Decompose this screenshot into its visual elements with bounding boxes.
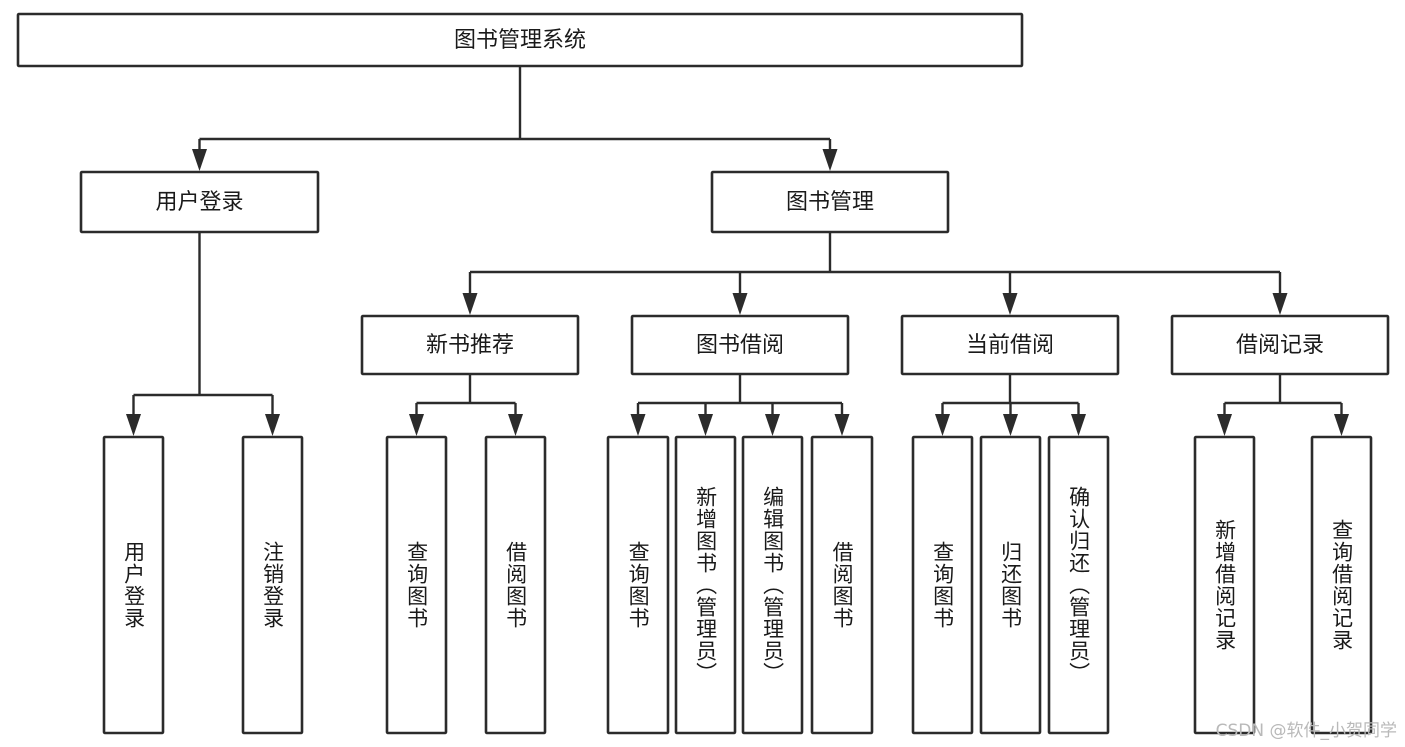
leaf-node-2-查询图书-box[interactable]: [385, 435, 448, 735]
leaf-label-2-查询图书: 查询图书: [404, 541, 429, 629]
arrow-head-icon: [462, 293, 478, 315]
node-box-layer: [16, 12, 1390, 735]
leaf-node-1-注销登录-box[interactable]: [241, 435, 304, 735]
arrow-head-icon: [822, 149, 838, 171]
arrow-head-icon: [1334, 414, 1349, 436]
leaf-label-5-新增图书管理员: 新增图书（管理员）: [693, 486, 718, 684]
arrow-head-icon: [935, 414, 950, 436]
watermark: CSDN @软件_小贺同学: [1215, 721, 1397, 741]
leaf-node-4-查询图书-box[interactable]: [606, 435, 670, 735]
root-node-图书管理系统-box[interactable]: [16, 12, 1024, 68]
leaf-node-0-用户登录-box[interactable]: [102, 435, 165, 735]
leaf-node-12-查询借阅记录-box[interactable]: [1310, 435, 1373, 735]
level2-node-图书管理-label: 图书管理: [786, 190, 874, 215]
leaf-node-5-新增图书管理员-box[interactable]: [674, 435, 737, 735]
leaf-label-8-查询图书: 查询图书: [930, 541, 955, 629]
leaf-node-10-确认归还管理员-box[interactable]: [1047, 435, 1110, 735]
leaf-label-3-借阅图书: 借阅图书: [503, 541, 528, 629]
level3-node-当前借阅-label: 当前借阅: [966, 333, 1054, 358]
arrow-head-icon: [1071, 414, 1086, 436]
level2-node-图书管理-box[interactable]: [710, 170, 950, 234]
leaf-label-4-查询图书: 查询图书: [626, 541, 651, 629]
arrow-head-icon: [126, 414, 141, 436]
connector-layer: [126, 66, 1349, 436]
leaf-node-11-新增借阅记录-box[interactable]: [1193, 435, 1256, 735]
leaf-label-1-注销登录: 注销登录: [260, 541, 285, 629]
leaf-node-8-查询图书-box[interactable]: [911, 435, 974, 735]
leaf-node-3-借阅图书-box[interactable]: [484, 435, 547, 735]
level3-node-图书借阅-label: 图书借阅: [696, 333, 784, 358]
level3-node-新书推荐-label: 新书推荐: [426, 333, 514, 358]
arrow-head-icon: [1217, 414, 1232, 436]
leaf-label-6-编辑图书管理员: 编辑图书（管理员）: [760, 486, 785, 684]
leaf-label-7-借阅图书: 借阅图书: [830, 541, 855, 629]
leaf-label-9-归还图书: 归还图书: [998, 541, 1023, 629]
level3-node-图书借阅-box[interactable]: [630, 314, 850, 376]
arrow-head-icon: [1272, 293, 1288, 315]
arrow-head-icon: [192, 149, 207, 171]
arrow-head-icon: [508, 414, 523, 436]
root-node-图书管理系统-label: 图书管理系统: [454, 28, 586, 53]
arrow-head-icon: [265, 414, 280, 436]
level3-node-当前借阅-box[interactable]: [900, 314, 1120, 376]
level3-node-借阅记录-box[interactable]: [1170, 314, 1390, 376]
leaf-label-0-用户登录: 用户登录: [121, 541, 146, 629]
level3-node-借阅记录-label: 借阅记录: [1236, 333, 1324, 358]
leaf-node-9-归还图书-box[interactable]: [979, 435, 1042, 735]
leaf-node-7-借阅图书-box[interactable]: [810, 435, 874, 735]
leaf-label-12-查询借阅记录: 查询借阅记录: [1329, 519, 1354, 651]
arrow-head-icon: [732, 293, 748, 315]
arrow-head-icon: [765, 414, 780, 436]
arrow-head-icon: [630, 414, 646, 436]
leaf-node-6-编辑图书管理员-box[interactable]: [741, 435, 804, 735]
level2-node-用户登录-box[interactable]: [79, 170, 320, 234]
leaf-label-10-确认归还管理员: 确认归还（管理员）: [1066, 486, 1091, 684]
arrow-head-icon: [409, 414, 424, 436]
leaf-label-11-新增借阅记录: 新增借阅记录: [1212, 519, 1237, 651]
arrow-head-icon: [698, 414, 713, 436]
level3-node-新书推荐-box[interactable]: [360, 314, 580, 376]
level2-node-用户登录-label: 用户登录: [155, 190, 243, 215]
arrow-head-icon: [834, 414, 850, 436]
arrow-head-icon: [1002, 293, 1018, 315]
arrow-head-icon: [1003, 414, 1018, 436]
